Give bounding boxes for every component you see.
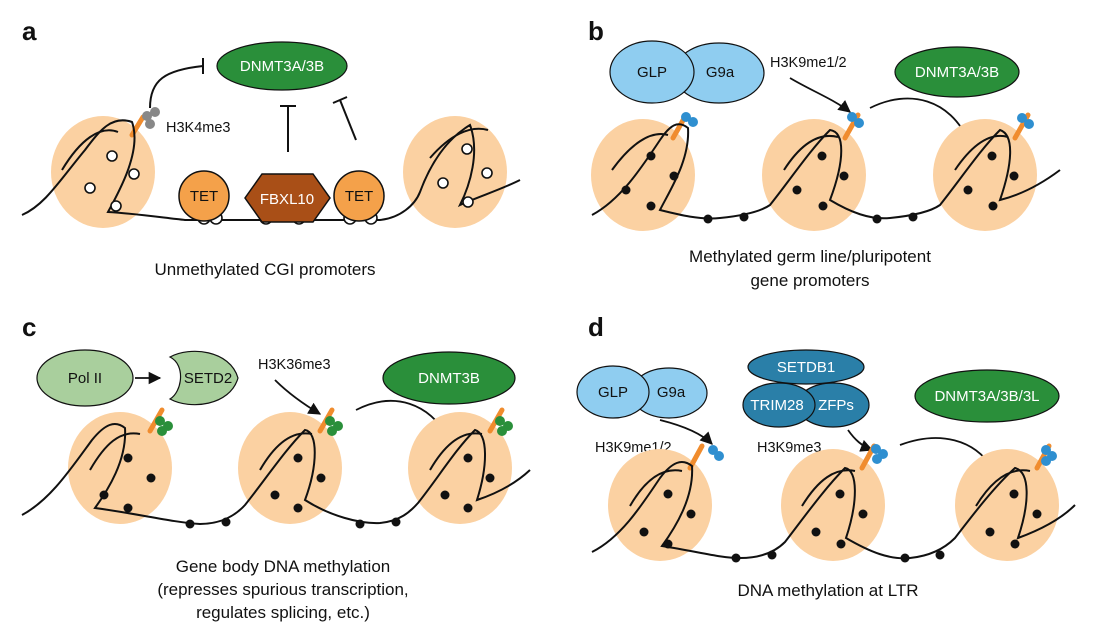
panel-b-caption-2: gene promoters: [750, 271, 869, 290]
panel-d-nucleosome-1: [608, 449, 712, 561]
h3k9me3-mark-icon: [871, 444, 888, 464]
tet-right-label: TET: [345, 188, 373, 205]
panel-d-mark2-label: H3K9me3: [757, 440, 821, 456]
panel-b-label: b: [588, 16, 604, 46]
panel-d-methylated-cpg-dots: [639, 489, 1042, 563]
pol-ii-label: Pol II: [68, 370, 102, 387]
panel-d-caption: DNA methylation at LTR: [737, 581, 918, 600]
panel-d-dna: [591, 461, 1076, 560]
panel-b-glp-label: GLP: [637, 64, 667, 81]
panel-a-mark-label: H3K4me3: [166, 120, 230, 136]
panel-a-label: a: [22, 16, 37, 46]
zfps-label: ZFPs: [818, 397, 854, 414]
panel-d-glp-label: GLP: [598, 384, 628, 401]
panel-b-methylated-cpg-dots: [621, 151, 1019, 224]
h3k9-mark-icon: [847, 112, 864, 128]
panel-b: b GLP G9a H3K9me1/2 DNMT3A/3B: [588, 16, 1061, 290]
panel-c-nucleosome-1: [68, 412, 172, 524]
panel-d-dnmt-label: DNMT3A/3B/3L: [934, 388, 1039, 405]
h3k4me3-mark-icon: [142, 107, 160, 129]
panel-c-caption-3: regulates splicing, etc.): [196, 603, 370, 622]
panel-d-nucleosome-2: [781, 449, 885, 561]
h3k36me3-mark-icon: [155, 416, 173, 436]
panel-d-dnmt-enzyme: DNMT3A/3B/3L: [914, 369, 1060, 423]
h3k36me3-mark-icon: [495, 416, 513, 436]
panel-a-dnmt-label: DNMT3A/3B: [240, 58, 324, 75]
panel-b-nucleosome-1: [591, 119, 695, 231]
setdb1-label: SETDB1: [777, 359, 835, 376]
tet-left-label: TET: [190, 188, 218, 205]
glp-g9a-complex: GLP G9a: [609, 40, 765, 104]
panel-a-dna: [21, 119, 521, 221]
panel-c: c Pol II SETD2 H3K36me3 DNMT3B: [21, 312, 531, 622]
panel-b-dnmt-label: DNMT3A/3B: [915, 64, 999, 81]
panel-d-nucleosome-3: [955, 449, 1059, 561]
panel-c-caption-1: Gene body DNA methylation: [176, 557, 391, 576]
pol-ii-enzyme: Pol II: [36, 349, 134, 407]
panel-c-caption-2: (represses spurious transcription,: [157, 580, 408, 599]
panel-a: a: [21, 16, 521, 279]
panel-b-caption-1: Methylated germ line/pluripotent: [689, 247, 931, 266]
panel-b-nucleosome-3: [933, 119, 1037, 231]
fbxl10-label: FBXL10: [260, 191, 314, 208]
panel-a-nucleosome-right: [403, 116, 507, 228]
tet-protein-left: TET: [178, 170, 230, 222]
panel-d-glp-g9a-complex: GLP G9a: [576, 365, 708, 419]
h3k36me3-mark-icon: [325, 416, 343, 436]
panel-d-g9a-label: G9a: [657, 384, 686, 401]
trim28-label: TRIM28: [750, 397, 803, 414]
panel-a-nucleosome-left: [51, 107, 160, 228]
panel-c-label: c: [22, 312, 36, 342]
fbxl10-protein: FBXL10: [244, 173, 331, 223]
setdb1-trim28-zfp-complex: SETDB1 TRIM28 ZFPs: [742, 349, 870, 428]
panel-b-dna: [591, 123, 1061, 220]
panel-c-methylated-cpg-dots: [99, 453, 495, 529]
panel-c-dnmt-label: DNMT3B: [418, 370, 480, 387]
dnmt3a-3b-enzyme: DNMT3A/3B: [216, 41, 348, 91]
setd2-label: SETD2: [184, 370, 232, 387]
panel-c-nucleosome-3: [408, 412, 512, 524]
panel-b-mark-label: H3K9me1/2: [770, 55, 847, 71]
h3k9-mark-icon: [1017, 113, 1034, 129]
panel-b-nucleosome-2: [762, 119, 866, 231]
h3k9-mark-icon: [681, 112, 698, 127]
panel-c-nucleosome-2: [238, 412, 342, 524]
panel-b-dnmt-enzyme: DNMT3A/3B: [894, 46, 1020, 98]
panel-d: d GLP G9a H3K9me1/2 SETDB1 TRIM28 ZFPs H…: [576, 312, 1076, 600]
h3k9-mark-icon: [1041, 445, 1057, 466]
panel-c-dnmt-enzyme: DNMT3B: [382, 351, 516, 405]
tet-protein-right: TET: [333, 170, 385, 222]
setd2-enzyme: SETD2: [168, 350, 239, 406]
panel-b-g9a-label: G9a: [706, 64, 735, 81]
panel-a-caption: Unmethylated CGI promoters: [154, 260, 375, 279]
h3k9-mark-icon: [708, 445, 724, 461]
panel-c-mark-label: H3K36me3: [258, 357, 331, 373]
panel-d-label: d: [588, 312, 604, 342]
